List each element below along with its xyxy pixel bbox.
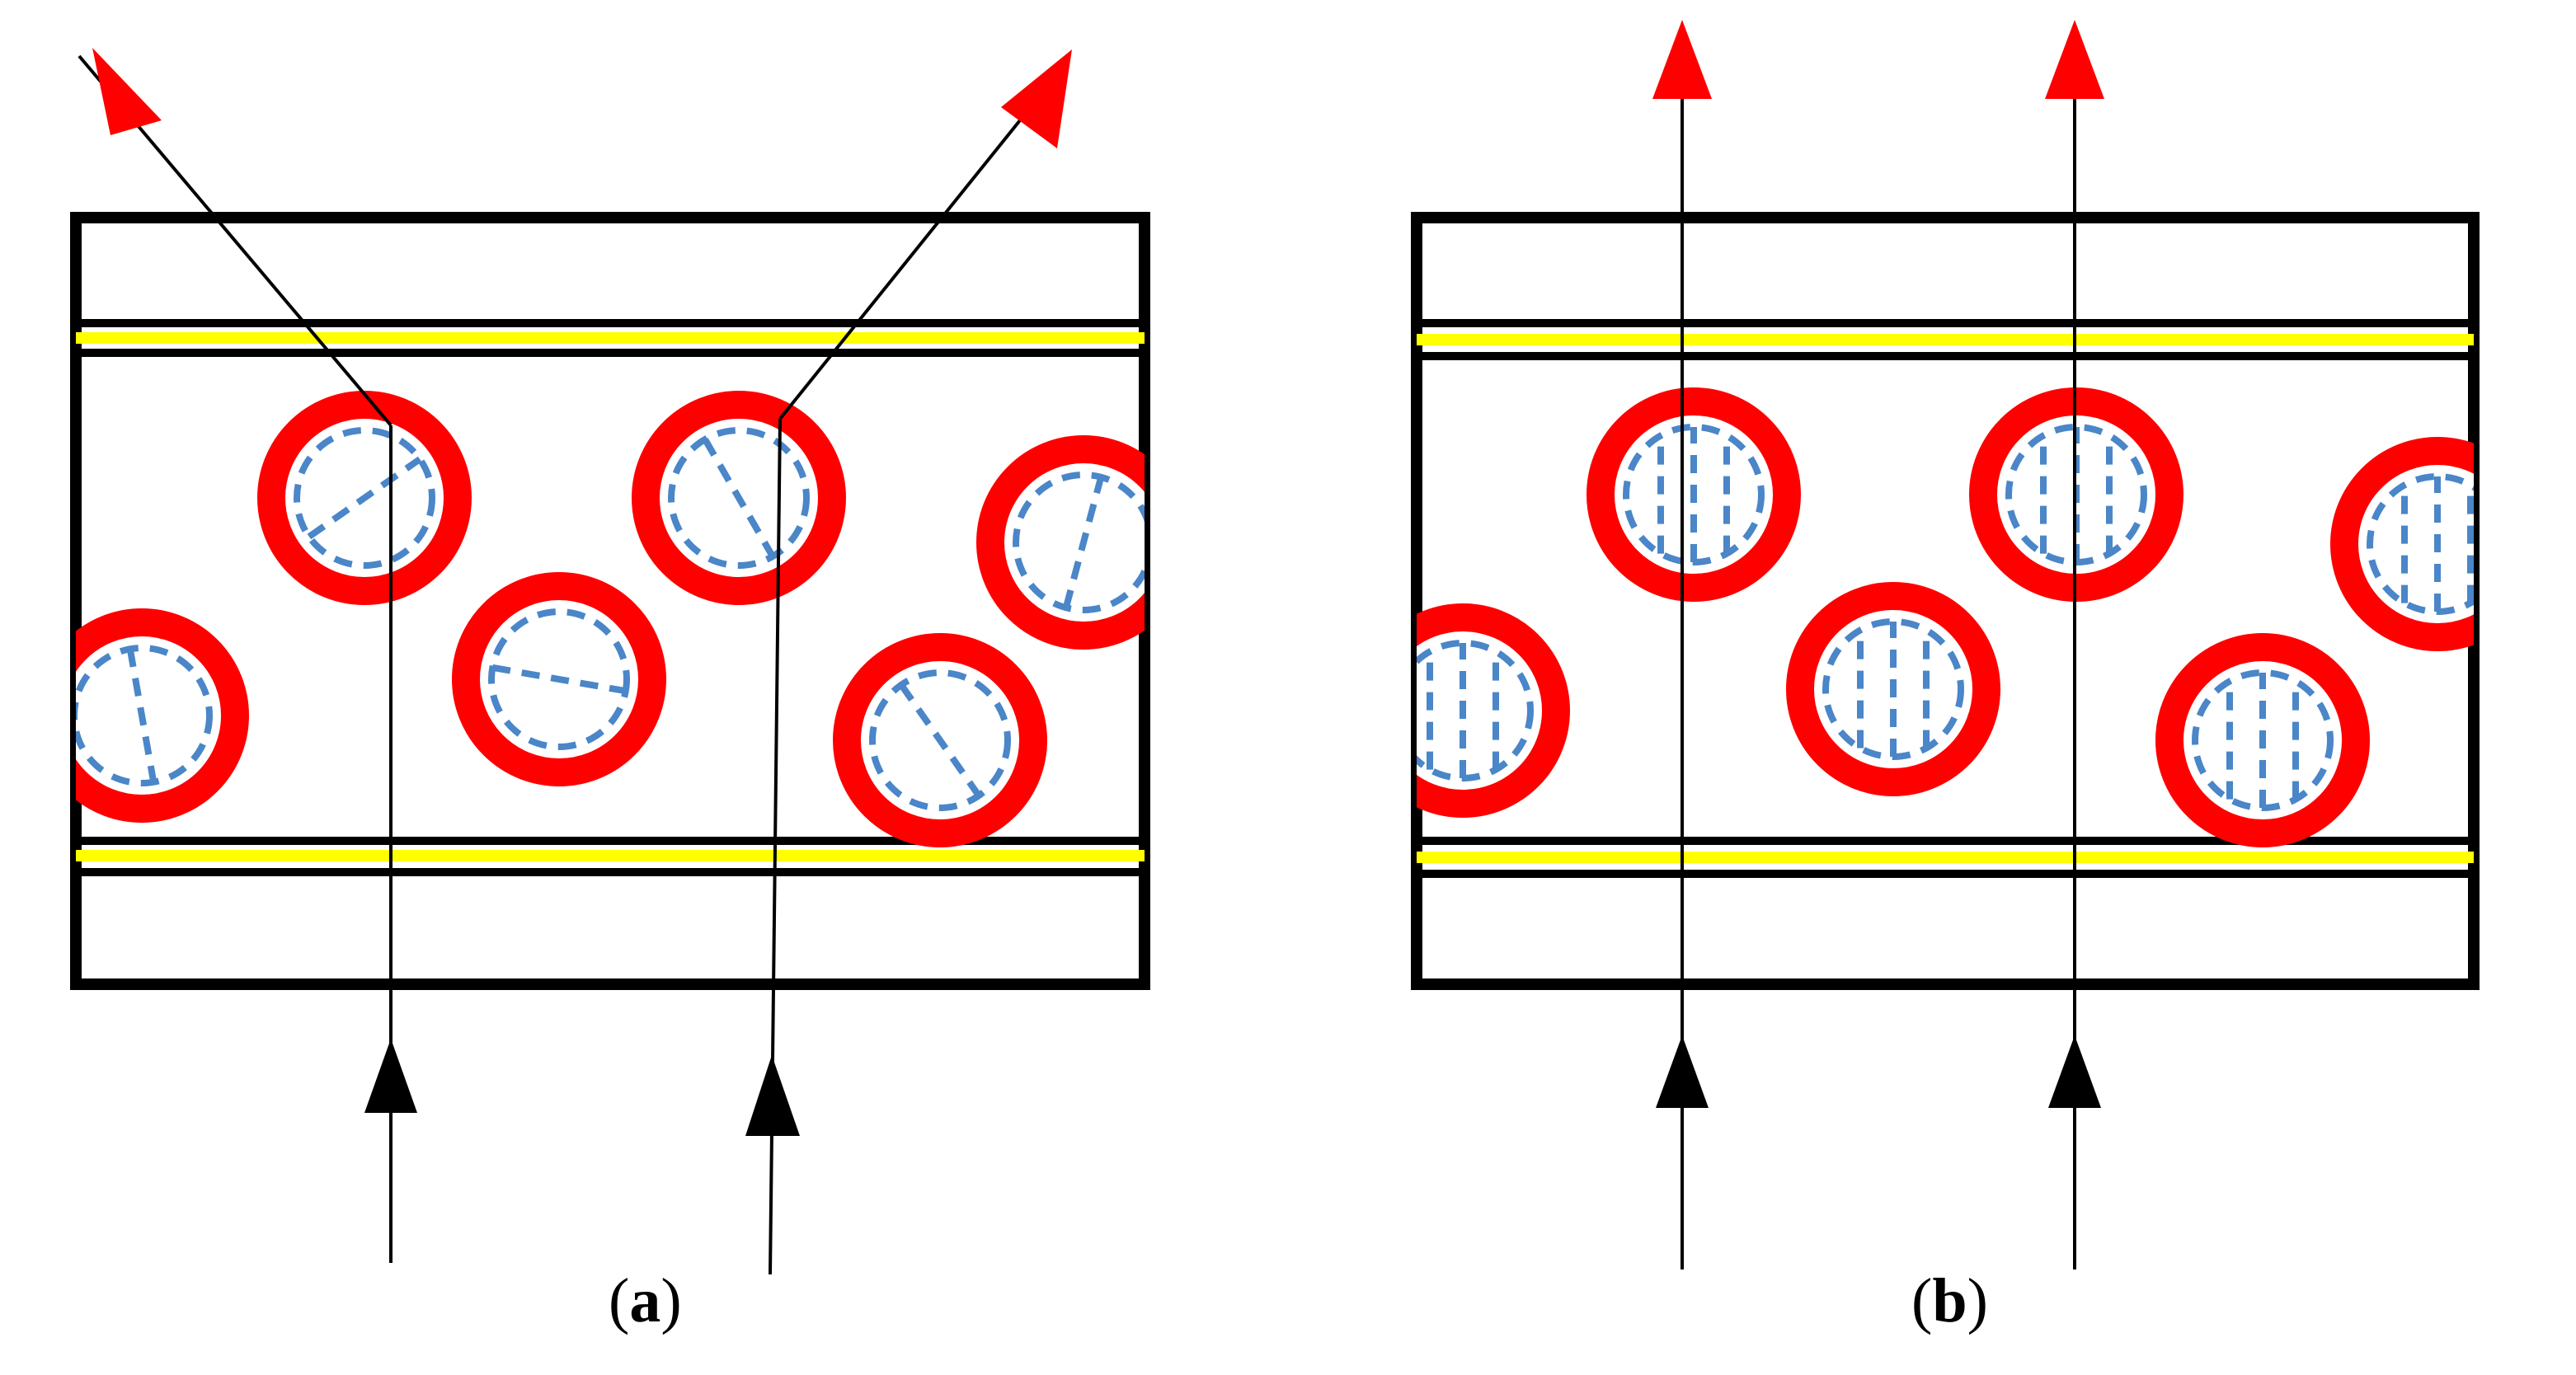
droplet-boundary [1013,472,1145,613]
caption-b-close: ) [1967,1266,1988,1335]
light-in-arrow-icon [2048,1035,2101,1108]
ray-b1 [1652,20,1712,1269]
lc-droplet [2155,633,2370,847]
light-out-arrow-icon [92,48,162,135]
lc-droplet [76,608,249,823]
droplet-boundary [869,669,1011,811]
droplet-boundary [668,427,810,569]
light-out-arrow-icon [1001,49,1072,148]
caption-a: (a) [609,1269,682,1332]
droplet-boundary [294,427,435,569]
caption-a-close: ) [660,1266,682,1335]
bottom-electrode-a [76,837,1145,876]
ray-a2 [745,49,1072,1275]
lc-droplet [976,435,1145,650]
panel-a [70,48,1150,1275]
droplet-ring [1417,603,1570,818]
lc-droplets-a [76,391,1145,847]
lc-droplet [833,633,1047,847]
lc-droplet [452,572,666,786]
caption-a-open: ( [609,1266,630,1335]
lc-droplet [2330,437,2474,651]
panel-b [1411,20,2480,1269]
director-line [1062,476,1105,609]
droplet-ring [976,435,1145,650]
lc-droplet [632,391,846,605]
director-line [898,683,982,798]
caption-a-letter: a [629,1266,661,1335]
director-line [126,648,157,783]
light-out-arrow-icon [1652,20,1712,99]
lc-droplet [1417,603,1570,818]
droplet-ring [76,608,249,823]
lc-droplet [1786,582,2000,796]
ray-b2 [2045,20,2104,1269]
director-line [491,664,627,695]
droplet-ring [2330,437,2474,651]
director-line [702,437,776,559]
top-electrode-b [1417,319,2474,360]
lc-droplet [257,391,472,605]
lc-droplet [1586,387,1801,602]
lc-droplets-b [1417,387,2474,847]
light-in-arrow-icon [1656,1035,1709,1108]
ray-a1 [78,48,417,1263]
caption-b-open: ( [1911,1266,1933,1335]
top-electrode-a [76,319,1145,357]
bottom-electrode-b [1417,837,2474,878]
director-line [307,456,422,540]
light-in-arrow-icon [364,1039,417,1113]
droplet-boundary [488,608,630,750]
droplet-boundary [76,645,213,786]
light-out-arrow-icon [2045,20,2104,99]
caption-b: (b) [1911,1269,1988,1332]
light-in-arrow-icon [745,1055,800,1136]
caption-b-letter: b [1932,1266,1967,1335]
